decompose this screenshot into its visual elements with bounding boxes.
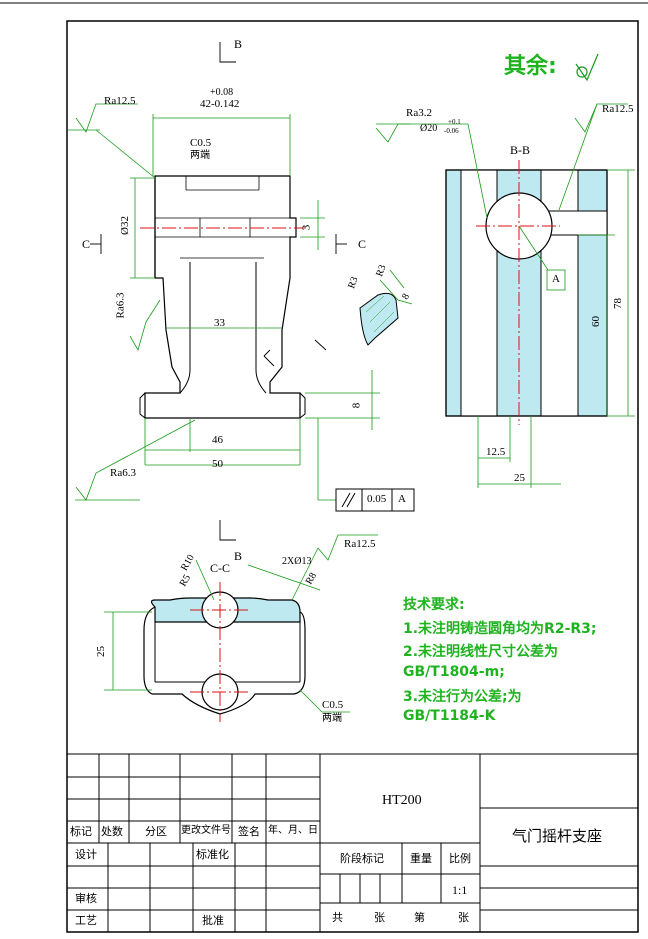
cut-label-c-right: C bbox=[358, 237, 367, 251]
tb-change-doc: 更改文件号 bbox=[181, 825, 231, 836]
dim-50: 50 bbox=[212, 458, 223, 470]
tb-sheet-no: 第 bbox=[414, 911, 425, 924]
roughness-ra-3-2: Ra3.2 bbox=[406, 107, 432, 119]
dim-12-5: 12.5 bbox=[486, 446, 506, 458]
front-view bbox=[139, 175, 306, 419]
section-bb-view bbox=[445, 160, 608, 425]
dim-33: 33 bbox=[214, 317, 225, 329]
bore-tol-up: +0.1 bbox=[448, 118, 461, 126]
roughness-ra-6-3-bottom: Ra6.3 bbox=[110, 467, 136, 479]
title-block-grid bbox=[67, 753, 638, 932]
dim-25-cc: 25 bbox=[95, 646, 107, 657]
part-name: 气门摇杆支座 bbox=[512, 827, 603, 845]
chamfer-cc: C0.5 bbox=[322, 699, 344, 711]
dim-46: 46 bbox=[212, 434, 223, 446]
tb-stage-mark: 阶段标记 bbox=[340, 852, 384, 865]
cut-label-c-left: C bbox=[82, 237, 91, 251]
chamfer-cc-note: 两端 bbox=[322, 713, 342, 724]
bore-tol-low: -0.06 bbox=[444, 127, 459, 135]
tech-note-line-1: 1.未注明铸造圆角均为R2-R3; bbox=[403, 621, 597, 637]
tb-sheets-b: 张 bbox=[458, 911, 469, 924]
tolerance-datum: A bbox=[398, 493, 406, 505]
tb-total: 共 bbox=[332, 911, 343, 924]
material-label: HT200 bbox=[382, 793, 422, 808]
dim-25: 25 bbox=[514, 472, 525, 484]
tb-sheets-a: 张 bbox=[374, 911, 385, 924]
roughness-symbol-icon bbox=[575, 53, 599, 82]
drawing-border bbox=[66, 20, 639, 933]
tb-zone: 分区 bbox=[145, 825, 167, 838]
tb-date: 年、月、日 bbox=[268, 825, 318, 836]
chamfer-top-note: 两端 bbox=[190, 150, 210, 161]
view-title-bb: B-B bbox=[510, 143, 531, 157]
dim-width-top: 42-0.142 bbox=[200, 98, 240, 110]
tb-standardize: 标准化 bbox=[196, 848, 229, 861]
tolerance-frame bbox=[335, 488, 415, 512]
cut-label-b-top: B bbox=[234, 37, 243, 51]
dim-width-tol-up: +0.08 bbox=[210, 87, 234, 98]
fillet-detail bbox=[359, 269, 413, 346]
section-cc-view bbox=[143, 582, 306, 722]
tech-note-line-3: GB/T1804-m; bbox=[403, 664, 505, 680]
tech-note-line-2: 2.未注明线性尺寸公差为 bbox=[403, 644, 559, 660]
chamfer-top: C0.5 bbox=[190, 137, 212, 149]
roughness-note: 其余: bbox=[504, 54, 557, 79]
dim-8: 8 bbox=[350, 402, 363, 409]
tech-notes-title: 技术要求: bbox=[403, 597, 465, 613]
cut-label-b-bottom: B bbox=[234, 549, 243, 563]
roughness-ra-12-5-cc: Ra12.5 bbox=[344, 538, 376, 550]
holes-callout: 2XØ13 bbox=[282, 556, 312, 567]
dim-dia-32: Ø32 bbox=[118, 216, 131, 235]
tb-review: 审核 bbox=[75, 892, 97, 905]
tech-note-line-5: GB/T1184-K bbox=[403, 708, 496, 724]
tb-signature: 签名 bbox=[238, 825, 260, 838]
view-title-cc: C-C bbox=[210, 561, 231, 575]
dim-60: 60 bbox=[590, 316, 602, 327]
section-c-markers bbox=[90, 42, 347, 541]
tolerance-value: 0.05 bbox=[367, 493, 387, 505]
roughness-ra-top: Ra12.5 bbox=[104, 95, 136, 107]
section-cc-dims bbox=[104, 534, 378, 713]
tb-ratio: 比例 bbox=[449, 852, 471, 865]
tb-design: 设计 bbox=[75, 848, 97, 861]
tb-process: 工艺 bbox=[75, 914, 97, 927]
roughness-ra-12-5-right: Ra12.5 bbox=[602, 103, 634, 115]
front-dims bbox=[68, 103, 380, 501]
datum-label-a: A bbox=[552, 273, 560, 285]
tb-mark: 标记 bbox=[70, 825, 92, 838]
scale-value: 1:1 bbox=[452, 883, 468, 897]
tb-approve: 批准 bbox=[202, 914, 224, 927]
roughness-ra-6-3-left: Ra6.3 bbox=[114, 292, 127, 319]
tb-weight: 重量 bbox=[410, 852, 432, 865]
tb-count: 处数 bbox=[101, 825, 123, 838]
bore-diameter: Ø20 bbox=[420, 123, 438, 134]
dim-3: 3 bbox=[300, 224, 313, 231]
section-bb-dims bbox=[375, 103, 635, 488]
dim-78: 78 bbox=[612, 298, 624, 309]
tech-note-line-4: 3.未注行为公差;为 bbox=[403, 689, 522, 705]
